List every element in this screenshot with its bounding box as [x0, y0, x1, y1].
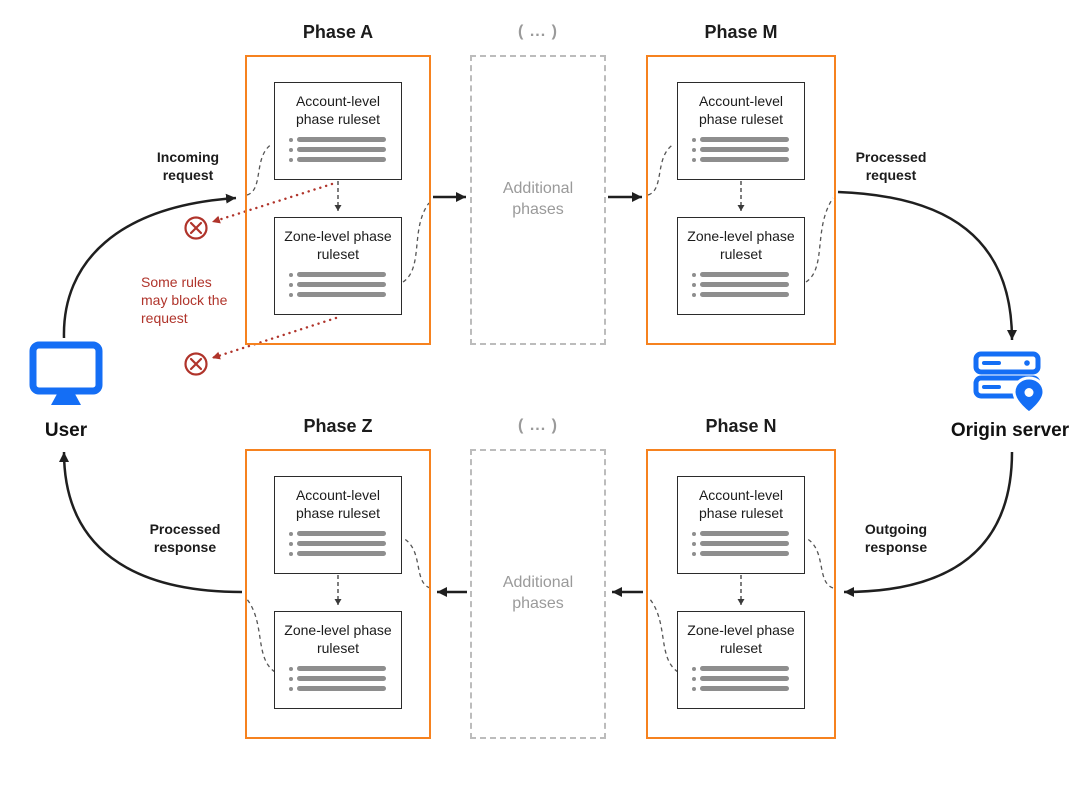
ruleset-line [692, 686, 789, 692]
ruleset-line [289, 282, 386, 288]
ruleset-line [692, 147, 789, 153]
account-ruleset-label: Account-level phase ruleset [698, 93, 784, 128]
phase-n-account-ruleset-box: Account-level phase ruleset [677, 476, 805, 574]
additional-phases-top-header: ( ... ) [518, 23, 558, 40]
ruleset-list-icon [289, 272, 386, 302]
ruleset-line [289, 157, 386, 163]
phase-a-box: Account-level phase ruleset Zone-level p… [245, 55, 431, 345]
phase-z-title: Phase Z [303, 416, 373, 436]
arrow-processed-request [837, 190, 1017, 341]
account-ruleset-label: Account-level phase ruleset [698, 487, 784, 522]
zone-ruleset-label: Zone-level phase ruleset [687, 622, 795, 657]
phase-a-account-ruleset-box: Account-level phase ruleset [274, 82, 402, 180]
phase-n-zone-ruleset-box: Zone-level phase ruleset [677, 611, 805, 709]
processed-response-label: Processed response [149, 521, 221, 556]
ruleset-line [289, 686, 386, 692]
block-note: Some rules may block the request [141, 274, 228, 327]
account-ruleset-label: Account-level phase ruleset [295, 93, 381, 128]
account-ruleset-label: Account-level phase ruleset [295, 487, 381, 522]
zone-ruleset-label: Zone-level phase ruleset [687, 228, 795, 263]
ruleset-line [289, 137, 386, 143]
ruleset-line [289, 272, 386, 278]
user-label: User [44, 420, 88, 441]
zone-ruleset-label: Zone-level phase ruleset [284, 228, 392, 263]
ruleset-list-icon [289, 666, 386, 696]
ruleset-line [692, 551, 789, 557]
ruleset-list-icon [692, 666, 789, 696]
ruleset-line [289, 531, 386, 537]
ruleset-line [692, 157, 789, 163]
processed-request-label: Processed request [855, 149, 927, 184]
ruleset-line [289, 666, 386, 672]
ruleset-list-icon [692, 531, 789, 561]
ruleset-line [692, 541, 789, 547]
origin-server-icon [972, 350, 1048, 416]
ruleset-line [692, 676, 789, 682]
phase-z-account-ruleset-box: Account-level phase ruleset [274, 476, 402, 574]
origin-server-label: Origin server [950, 420, 1070, 441]
ruleset-line [692, 272, 789, 278]
user-icon [29, 341, 103, 411]
phase-m-account-ruleset-box: Account-level phase ruleset [677, 82, 805, 180]
ruleset-list-icon [289, 137, 386, 167]
phase-z-box: Account-level phase ruleset Zone-level p… [245, 449, 431, 739]
additional-phases-bottom-header: ( ... ) [518, 417, 558, 434]
additional-phases-bottom-box: Additional phases [470, 449, 606, 739]
ruleset-line [692, 531, 789, 537]
ruleset-line [289, 551, 386, 557]
incoming-request-label: Incoming request [156, 149, 220, 184]
outgoing-response-label: Outgoing response [864, 521, 928, 556]
ruleset-line [289, 292, 386, 298]
phase-m-title: Phase M [704, 22, 778, 42]
phase-a-title: Phase A [302, 22, 374, 42]
ruleset-list-icon [289, 531, 386, 561]
additional-phases-top-box: Additional phases [470, 55, 606, 345]
phase-n-box: Account-level phase ruleset Zone-level p… [646, 449, 836, 739]
zone-ruleset-label: Zone-level phase ruleset [284, 622, 392, 657]
ruleset-line [692, 137, 789, 143]
additional-phases-label: Additional phases [502, 180, 574, 218]
ruleset-line [692, 292, 789, 298]
blocked-icon-top [184, 216, 208, 240]
ruleset-line [692, 666, 789, 672]
phase-a-zone-ruleset-box: Zone-level phase ruleset [274, 217, 402, 315]
ruleset-list-icon [692, 137, 789, 167]
ruleset-list-icon [692, 272, 789, 302]
phase-m-zone-ruleset-box: Zone-level phase ruleset [677, 217, 805, 315]
phase-n-title: Phase N [705, 416, 777, 436]
ruleset-line [289, 147, 386, 153]
phase-m-box: Account-level phase ruleset Zone-level p… [646, 55, 836, 345]
ruleset-line [289, 541, 386, 547]
ruleset-line [692, 282, 789, 288]
additional-phases-label: Additional phases [502, 574, 574, 612]
phase-z-zone-ruleset-box: Zone-level phase ruleset [274, 611, 402, 709]
ruleset-line [289, 676, 386, 682]
blocked-icon-bottom [184, 352, 208, 376]
